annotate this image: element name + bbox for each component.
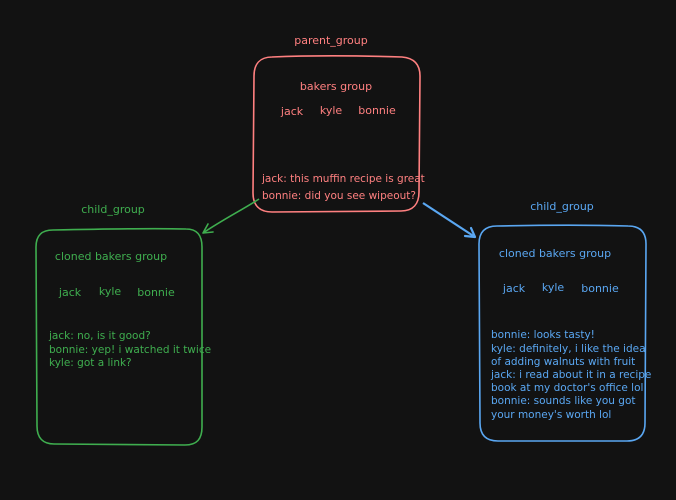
child-right-member-kyle: kyle (542, 281, 565, 294)
child-left-message: bonnie: yep! i watched it twice (49, 344, 211, 356)
parent-member-kyle: kyle (320, 104, 343, 117)
child-left-member-kyle: kyle (99, 285, 122, 298)
arrow-head (463, 226, 477, 239)
child-right-message: of adding walnuts with fruit (491, 356, 635, 368)
child-right-member-jack: jack (502, 282, 526, 295)
parent-group: parent_group bakers group jack kyle bonn… (252, 34, 425, 213)
child-left-message: jack: no, is it good? (48, 330, 151, 342)
parent-message: jack: this muffin recipe is great (261, 173, 425, 185)
child-right-message: book at my doctor's office lol (491, 382, 643, 394)
child-right-message: kyle: definitely, i like the idea (491, 343, 646, 355)
child-right-message: your money's worth lol (491, 409, 611, 421)
parent-member-bonnie: bonnie (358, 104, 396, 117)
child-left-title: child_group (81, 203, 145, 216)
child-left-member-bonnie: bonnie (137, 286, 175, 299)
arrow-line (202, 198, 260, 234)
arrow-head (202, 223, 214, 234)
child-right-message: bonnie: sounds like you got (491, 395, 636, 407)
parent-member-jack: jack (280, 105, 304, 118)
child-right-member-bonnie: bonnie (581, 282, 619, 295)
arrow-to-left-child (202, 198, 260, 234)
arrow-to-right-child (422, 202, 477, 239)
parent-group-name: bakers group (300, 80, 372, 93)
child-right-message: jack: i read about it in a recipe (490, 369, 651, 381)
child-right-message: bonnie: looks tasty! (491, 329, 595, 341)
child-left-message: kyle: got a link? (49, 357, 132, 369)
child-group-right: child_group cloned bakers group jack kyl… (478, 200, 651, 442)
parent-message: bonnie: did you see wipeout? (262, 190, 416, 202)
child-group-left: child_group cloned bakers group jack kyl… (35, 203, 211, 446)
parent-group-box (252, 55, 421, 213)
arrow-line (422, 202, 476, 238)
parent-group-title: parent_group (294, 34, 368, 47)
child-right-box (478, 224, 647, 442)
child-left-member-jack: jack (58, 286, 82, 299)
child-right-title: child_group (530, 200, 594, 213)
child-left-name: cloned bakers group (55, 250, 167, 263)
child-right-name: cloned bakers group (499, 247, 611, 260)
child-left-box (35, 227, 203, 446)
